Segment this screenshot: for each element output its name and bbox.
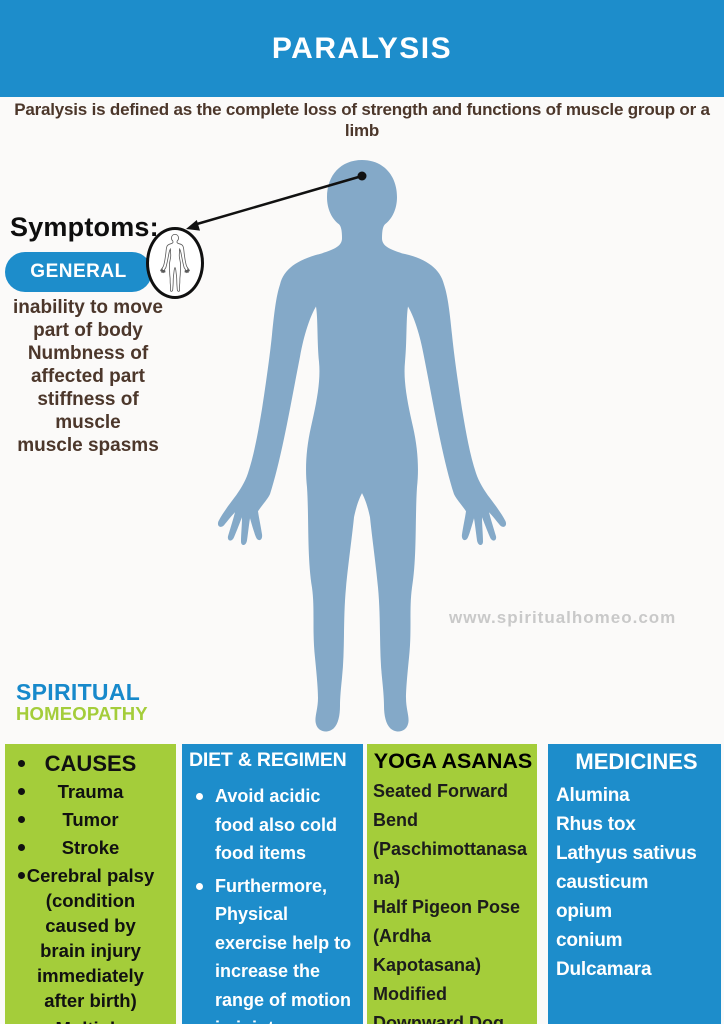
diet-regimen-panel: DIET & REGIMEN Avoid acidic food also co… bbox=[182, 744, 363, 1024]
yoga-asanas-panel: YOGA ASANAS Seated Forward Bend (Paschim… bbox=[367, 744, 537, 1024]
cause-item: Tumor bbox=[5, 807, 176, 832]
symptom-item: Numbness of affected part bbox=[27, 343, 149, 387]
diet-list: Avoid acidic food also cold food items F… bbox=[187, 782, 361, 1024]
mini-body-icon bbox=[160, 234, 190, 292]
general-badge: GENERAL bbox=[5, 252, 152, 292]
diet-text: Avoid acidic food also cold food items bbox=[215, 786, 338, 863]
cause-text: Multiple bbox=[56, 1018, 126, 1024]
causes-title: CAUSES bbox=[44, 751, 137, 776]
medicine-item: Lathyus sativus bbox=[556, 843, 697, 864]
symptom-item: stiffness of muscle bbox=[37, 389, 139, 433]
cause-item: Stroke bbox=[5, 835, 176, 860]
watermark: www.spiritualhomeo.com bbox=[449, 608, 677, 627]
yoga-item: Seated Forward Bend (Paschimottanasana) bbox=[373, 781, 528, 888]
bullet-icon bbox=[196, 882, 203, 890]
causes-panel: CAUSES Trauma Tumor Stroke Cerebral pals… bbox=[5, 744, 176, 1024]
yoga-title: YOGA ASANAS bbox=[373, 749, 533, 773]
bullet-icon bbox=[18, 816, 25, 823]
definition-text: Paralysis is defined as the complete los… bbox=[14, 100, 710, 140]
diet-item: Furthermore, Physical exercise help to i… bbox=[187, 872, 361, 1024]
symptoms-heading: Symptoms: bbox=[10, 212, 159, 242]
symptom-item: inability to move part of body bbox=[13, 297, 163, 341]
medicines-title: MEDICINES bbox=[575, 749, 698, 774]
logo-line-2: HOMEOPATHY bbox=[16, 703, 148, 724]
medicine-item: causticum bbox=[556, 872, 649, 893]
medicine-item: Dulcamara bbox=[556, 959, 652, 980]
medicine-item: opium bbox=[556, 901, 612, 922]
yoga-list: Seated Forward Bend (Paschimottanasana) H… bbox=[373, 777, 533, 1024]
diet-item: Avoid acidic food also cold food items bbox=[187, 782, 361, 868]
cause-item: Cerebral palsy (condition caused by brai… bbox=[5, 863, 176, 1013]
logo-line-1: SPIRITUAL bbox=[16, 679, 141, 705]
cause-item: Trauma bbox=[5, 779, 176, 804]
arrowhead-icon bbox=[186, 220, 200, 231]
symptom-item: muscle spasms bbox=[17, 435, 159, 456]
brand-logo: SPIRITUAL HOMEOPATHY bbox=[16, 680, 148, 724]
diet-text: Furthermore, Physical exercise help to i… bbox=[215, 875, 352, 1024]
cause-text: Trauma bbox=[57, 781, 124, 802]
causes-list: Trauma Tumor Stroke Cerebral palsy (cond… bbox=[5, 779, 176, 1024]
causes-title-row: CAUSES bbox=[5, 750, 176, 777]
yoga-item: Modified Downward Dog (Adho Mukha bbox=[373, 984, 504, 1024]
cause-text: Tumor bbox=[62, 809, 119, 830]
title-bar: PARALYSIS bbox=[0, 0, 724, 97]
magnifier-circle bbox=[146, 227, 204, 299]
bullet-icon bbox=[18, 760, 25, 767]
bullet-icon bbox=[196, 793, 203, 800]
diet-title: DIET & REGIMEN bbox=[189, 749, 347, 771]
cause-text: Cerebral palsy (condition caused by brai… bbox=[26, 865, 155, 1011]
bullet-icon bbox=[18, 872, 25, 879]
cause-text: Stroke bbox=[61, 837, 120, 858]
callout-arrow bbox=[186, 171, 367, 231]
bullet-icon bbox=[18, 788, 25, 795]
medicine-item: Alumina bbox=[556, 785, 630, 806]
page-title: PARALYSIS bbox=[271, 31, 453, 65]
yoga-item: Half Pigeon Pose (Ardha Kapotasana) bbox=[373, 897, 521, 975]
callout-dot bbox=[357, 171, 367, 181]
medicine-item: Rhus tox bbox=[556, 814, 636, 835]
bullet-icon bbox=[18, 844, 25, 851]
cause-item: Multiple bbox=[5, 1016, 176, 1024]
medicine-item: conium bbox=[556, 930, 623, 951]
